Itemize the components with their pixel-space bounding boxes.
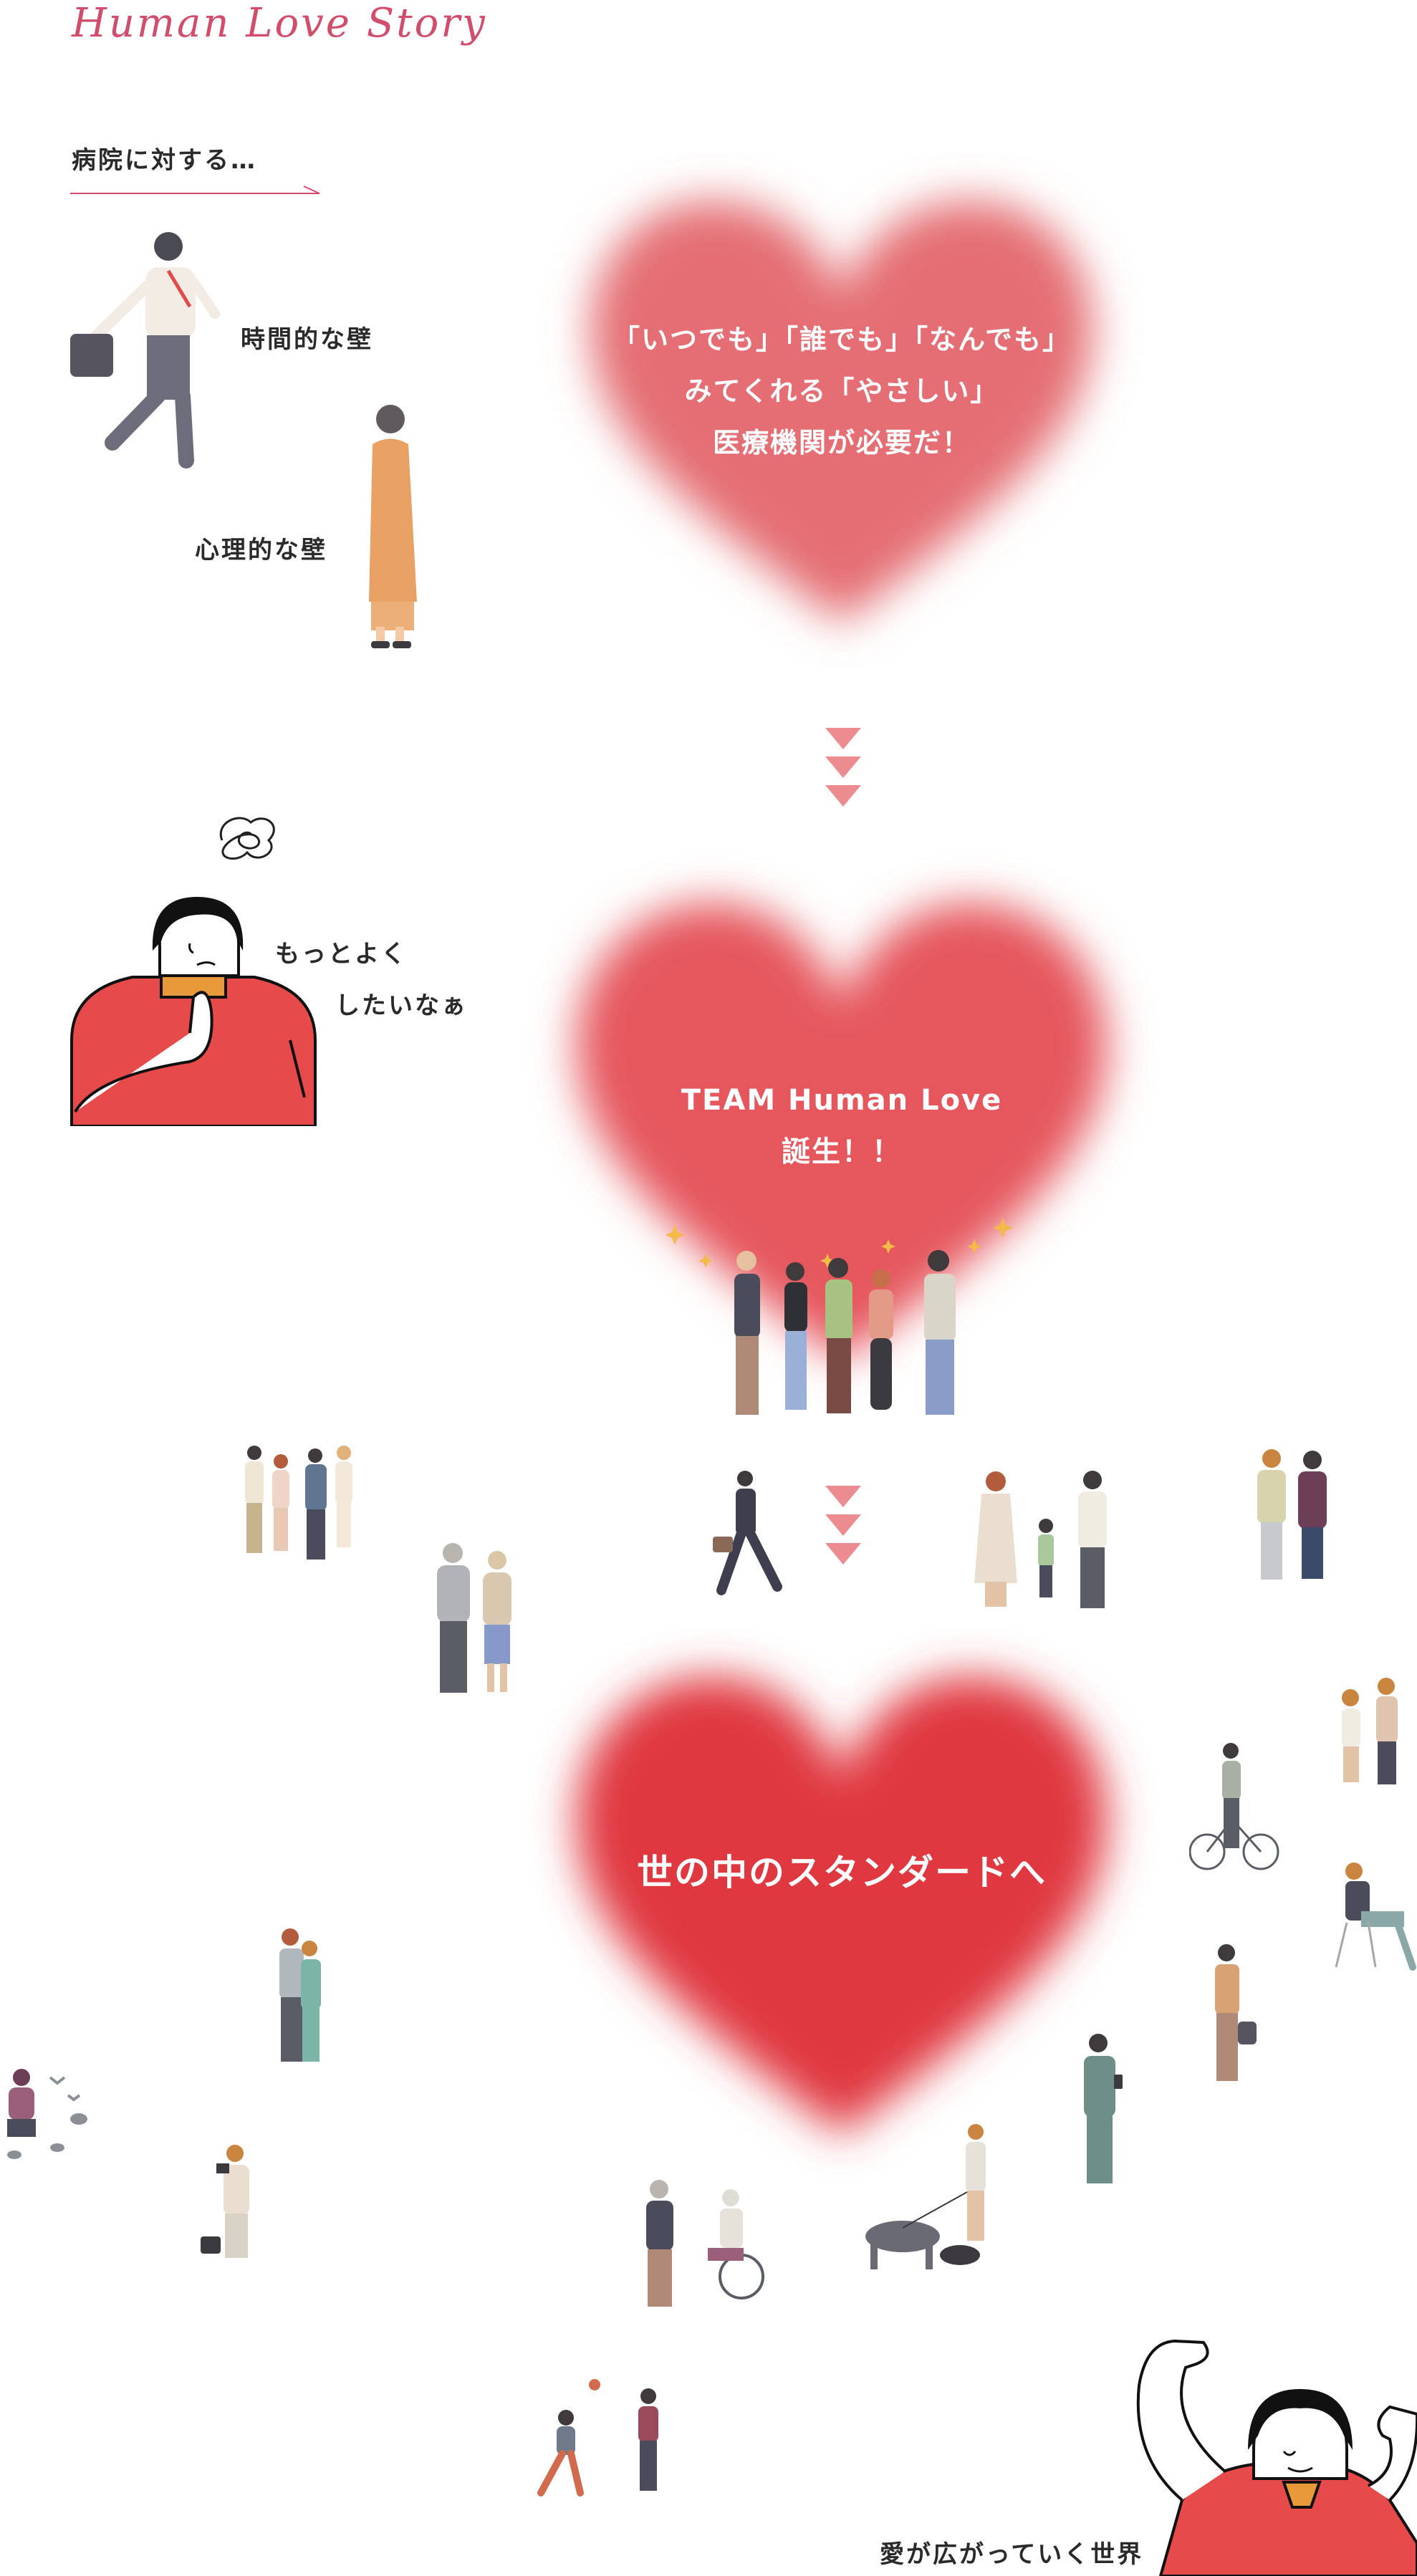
down-triangle-icon [825, 728, 861, 749]
down-arrows-2 [825, 1486, 861, 1572]
heart-standard [577, 1676, 1107, 2135]
down-arrows-1 [825, 728, 861, 814]
dog-walker-illustration [865, 2124, 986, 2269]
down-triangle-icon [825, 1543, 861, 1565]
hugging-couple-illustration [279, 1928, 321, 2062]
heading-underline-arrow [70, 186, 320, 194]
walking-businessman-illustration [713, 1471, 782, 1595]
heart-team-line1: TEAM Human Love [681, 1084, 1003, 1117]
heart-team-line2: 誕生！！ [782, 1135, 902, 1168]
down-triangle-icon [825, 1486, 861, 1507]
heart-need-line3: 医療機関が必要だ！ [712, 427, 971, 458]
mind-wall-label: 心理的な壁 [195, 536, 327, 564]
elderly-couple-illustration [437, 1543, 511, 1693]
man-with-phone-illustration [1084, 2034, 1123, 2183]
heart-standard-text: 世の中のスタンダードへ [637, 1852, 1047, 1893]
down-triangle-icon [825, 785, 861, 807]
woman-feeding-birds-illustration [7, 2069, 87, 2159]
family-illustration [974, 1471, 1107, 1608]
playing-kids-illustration [537, 2379, 658, 2496]
thought-line2: したいなぁ [335, 991, 468, 1020]
two-women-illustration [1257, 1449, 1327, 1580]
section-heading: 病院に対する… [72, 146, 257, 175]
cyclist-illustration [1189, 1743, 1279, 1870]
heart-need-text: 「いつでも」「誰でも」「なんでも」 みてくれる「やさしい」 医療機関が必要だ！ [573, 314, 1110, 468]
heart-team-text: TEAM Human Love 誕生！！ [591, 1075, 1092, 1178]
man-with-bag-illustration [1215, 1944, 1257, 2081]
cheering-woman-illustration [1136, 2339, 1417, 2576]
brand-title: Human Love Story [72, 0, 487, 47]
dancing-couple-illustration [1342, 1678, 1398, 1784]
down-triangle-icon [825, 756, 861, 778]
crowd-group-1-illustration [245, 1446, 352, 1559]
thinking-woman-illustration [70, 897, 317, 1126]
time-wall-label: 時間的な壁 [241, 325, 373, 354]
thought-line1: もっとよく [275, 940, 408, 969]
heart-need-line1: 「いつでも」「誰でも」「なんでも」 [612, 324, 1072, 355]
tangled-thought-icon [219, 817, 275, 860]
heart-need-line2: みてくれる「やさしい」 [684, 375, 999, 407]
photographer-illustration [201, 2145, 249, 2258]
team-celebration-illustration [666, 1218, 1013, 1415]
businessman-illustration [70, 232, 220, 468]
footer-caption: 愛が広がっていく世界 [880, 2540, 1144, 2569]
heart-need [591, 201, 1092, 623]
elderly-wheelchair-illustration [646, 2180, 764, 2307]
down-triangle-icon [825, 1514, 861, 1536]
worried-woman-illustration [369, 405, 417, 648]
seated-man-illustration [1335, 1863, 1416, 1971]
